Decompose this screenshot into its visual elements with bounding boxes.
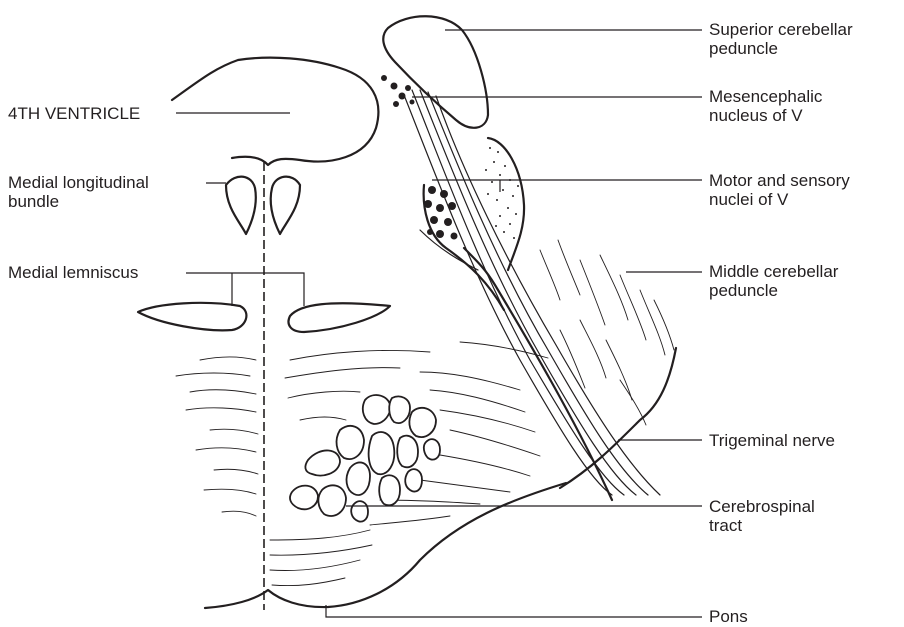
label-fourth-ventricle: 4TH VENTRICLE [8, 104, 140, 123]
trigeminal-nerve-fibers [404, 90, 660, 495]
label-scp-line2: peduncle [709, 39, 853, 58]
sensory-nucleus-outline [488, 138, 524, 270]
label-medial-lemniscus: Medial lemniscus [8, 263, 138, 282]
label-cst-line1: Cerebrospinal [709, 497, 815, 516]
label-pons-text: Pons [709, 607, 748, 626]
label-mlf-line1: Medial longitudinal [8, 173, 149, 192]
medial-longitudinal-bundle-left [226, 177, 256, 234]
label-cerebrospinal-tract: Cerebrospinal tract [709, 497, 815, 535]
leader-pons [326, 605, 702, 617]
medial-lemniscus-right [289, 303, 390, 332]
label-mesencephalic-nucleus: Mesencephalic nucleus of V [709, 87, 822, 125]
label-superior-cerebellar-peduncle: Superior cerebellar peduncle [709, 20, 853, 58]
leader-lemniscus [186, 273, 304, 306]
medial-longitudinal-bundle-right [271, 177, 300, 234]
label-trigeminal-nerve: Trigeminal nerve [709, 431, 835, 450]
label-middle-cerebellar-peduncle: Middle cerebellar peduncle [709, 262, 838, 300]
cerebrospinal-tract-bundles [290, 395, 440, 522]
label-motor-line2: nuclei of V [709, 190, 850, 209]
label-scp-line1: Superior cerebellar [709, 20, 853, 39]
label-motor-line1: Motor and sensory [709, 171, 850, 190]
label-trigeminal-text: Trigeminal nerve [709, 431, 835, 450]
motor-nucleus-dots [424, 186, 458, 240]
mesencephalic-nucleus-dots [381, 75, 415, 107]
label-motor-sensory-nuclei: Motor and sensory nuclei of V [709, 171, 850, 209]
label-fourth-ventricle-text: 4TH VENTRICLE [8, 104, 140, 123]
label-medial-longitudinal-bundle: Medial longitudinal bundle [8, 173, 149, 211]
label-mcp-line2: peduncle [709, 281, 838, 300]
label-lemniscus-text: Medial lemniscus [8, 263, 138, 282]
label-mlf-line2: bundle [8, 192, 149, 211]
fourth-ventricle-outline [172, 58, 378, 165]
label-pons: Pons [709, 607, 748, 626]
label-mes-line1: Mesencephalic [709, 87, 822, 106]
label-mes-line2: nucleus of V [709, 106, 822, 125]
label-mcp-line1: Middle cerebellar [709, 262, 838, 281]
medial-lemniscus-left [138, 303, 246, 330]
label-cst-line2: tract [709, 516, 815, 535]
